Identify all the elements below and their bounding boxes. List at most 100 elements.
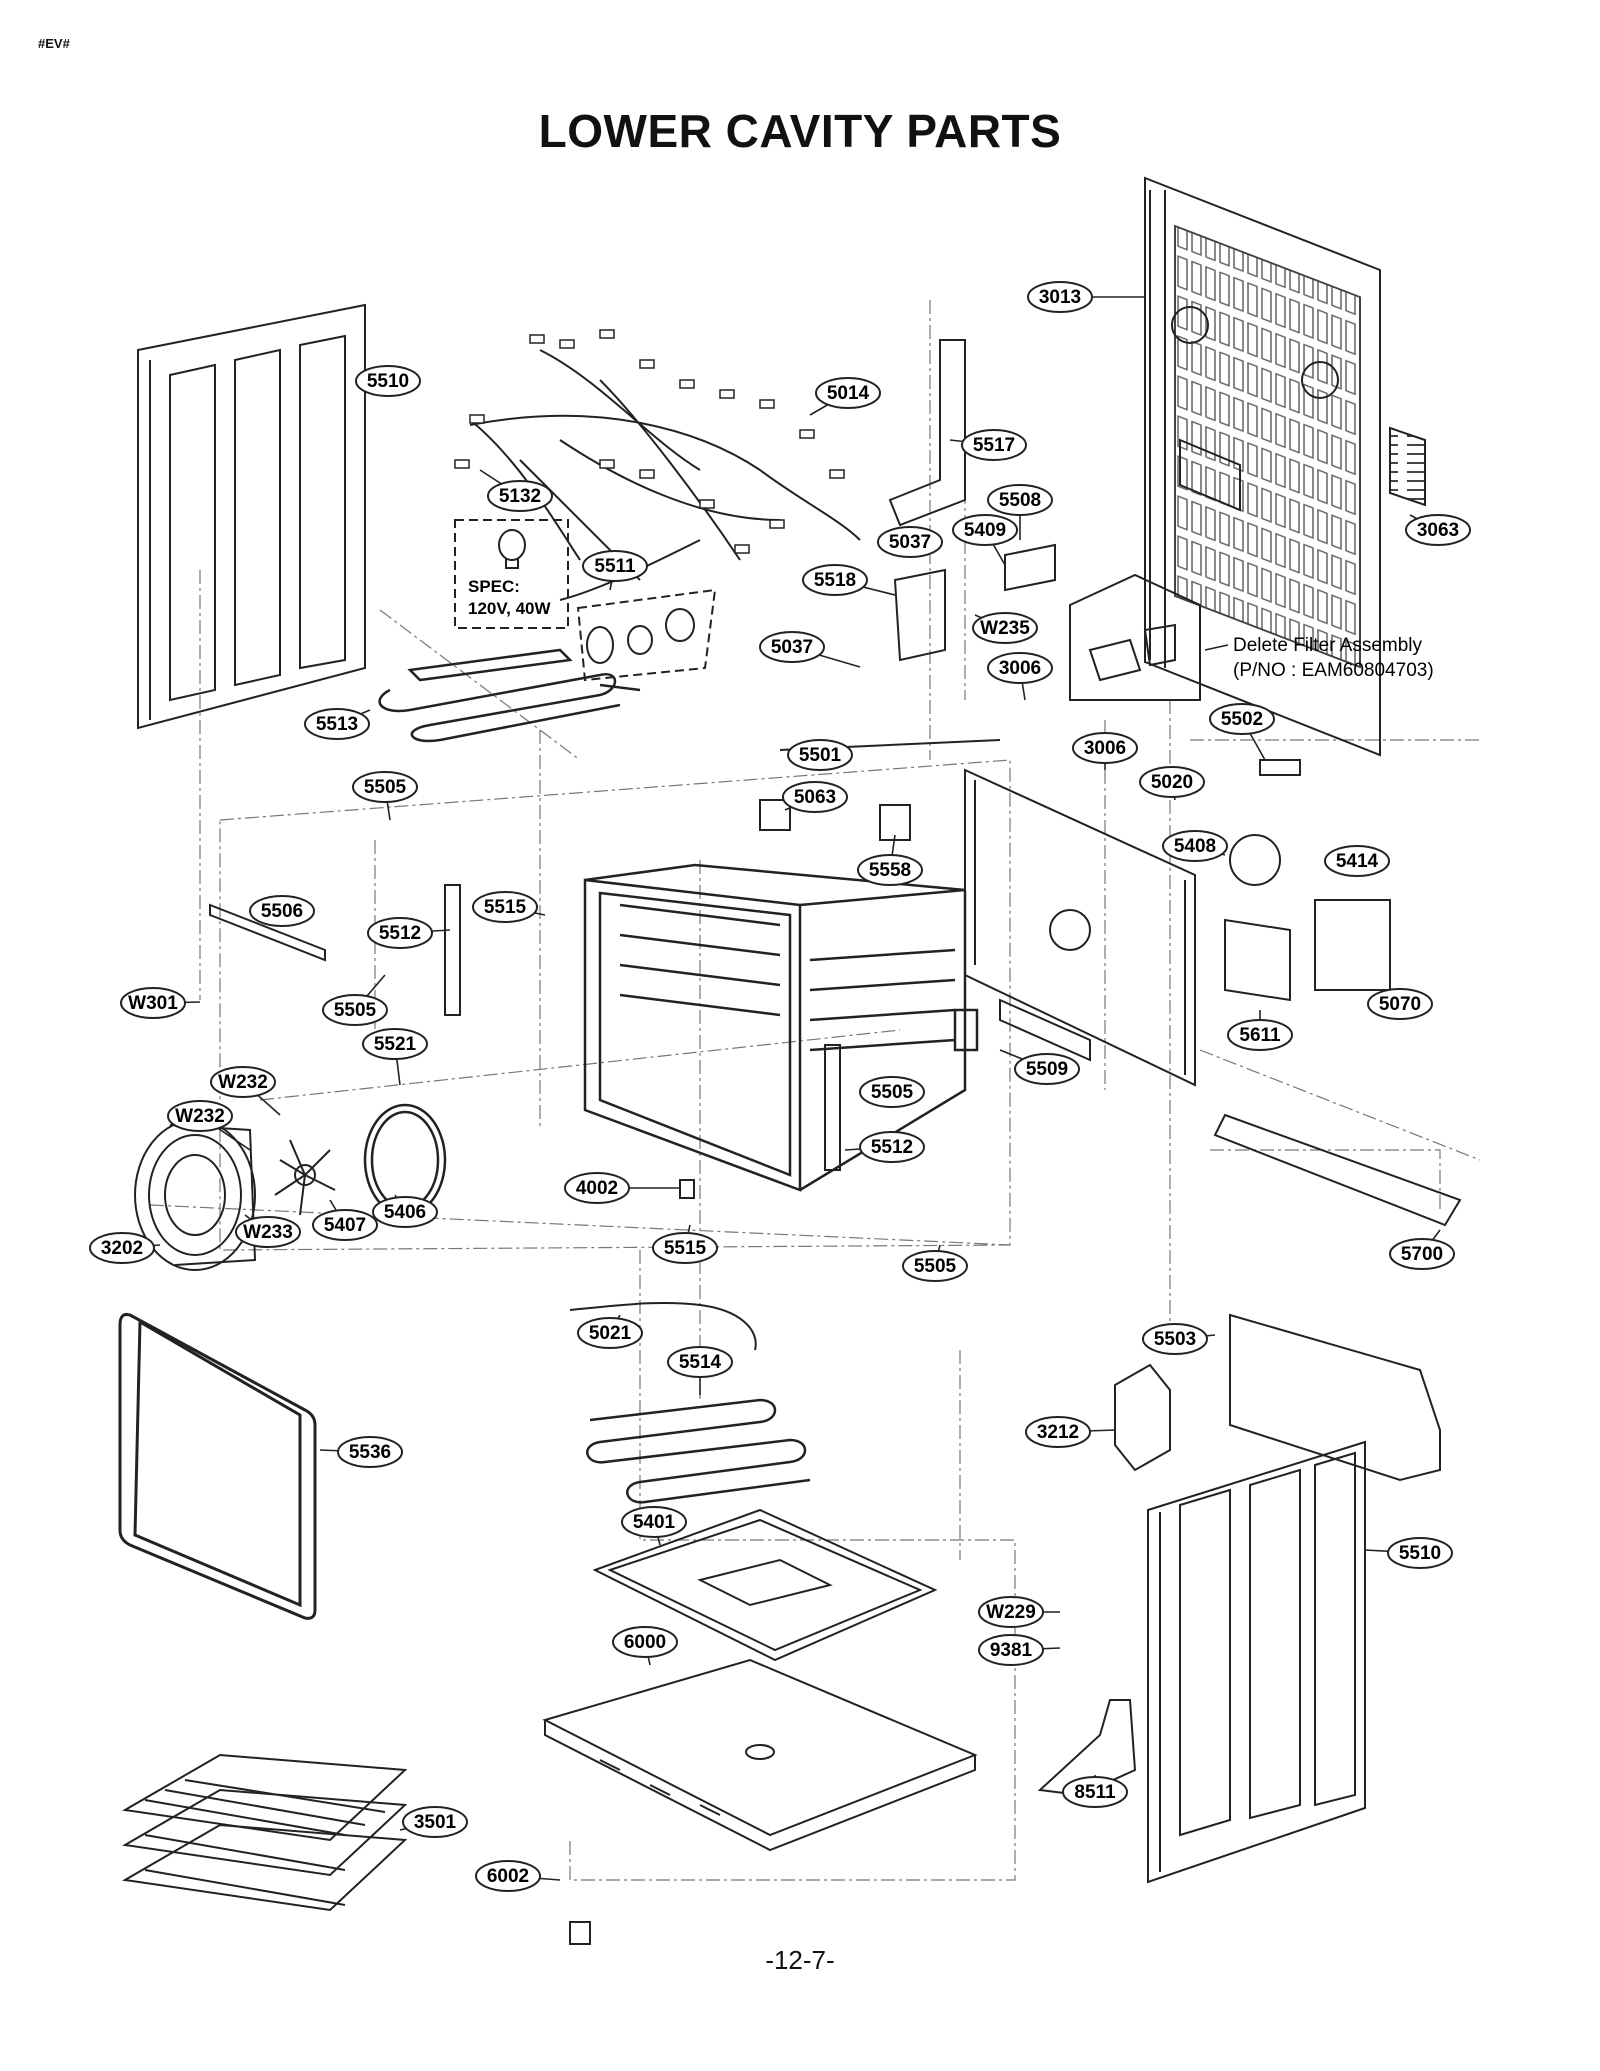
callout-5558: 5558 (857, 834, 923, 886)
callout-bubble (249, 895, 315, 927)
callout-label: 3006 (999, 658, 1041, 679)
note-line-2: (P/NO : EAM60804703) (1233, 660, 1434, 681)
callout-bubble (972, 612, 1038, 644)
rail-5512-left (444, 884, 461, 1016)
callout-5037: 5037 (759, 631, 861, 668)
callout-5021: 5021 (577, 1314, 643, 1349)
callout-label: 5063 (794, 787, 836, 808)
callout-bubble (1014, 1053, 1080, 1085)
callout-5700: 5700 (1389, 1229, 1455, 1270)
page-code: #EV# (38, 36, 70, 51)
callout-label: 5515 (664, 1238, 707, 1259)
callout-bubble (235, 1216, 301, 1248)
callout-w229: W229 (978, 1596, 1060, 1628)
callout-label: 6000 (624, 1632, 666, 1653)
callout-9381: 9381 (978, 1634, 1061, 1666)
callout-label: W232 (175, 1106, 225, 1127)
oven-cavity (583, 863, 979, 1192)
callout-bubble (978, 1596, 1044, 1628)
callout-bubble (1072, 732, 1138, 764)
callout-5536: 5536 (319, 1436, 403, 1468)
callout-bubble (352, 771, 418, 803)
callout-bubble (577, 1317, 643, 1349)
callout-bubble (952, 514, 1018, 546)
callout-label: 9381 (990, 1640, 1033, 1661)
callout-3013: 3013 (1027, 281, 1145, 313)
callout-label: 5511 (594, 556, 636, 577)
callout-bubble (978, 1634, 1044, 1666)
callout-5505: 5505 (859, 1076, 925, 1108)
callout-bubble (304, 708, 370, 740)
callout-label: 3501 (414, 1812, 457, 1833)
callout-bubble (472, 891, 538, 923)
callout-5510: 5510 (355, 365, 421, 397)
callout-5521: 5521 (362, 1028, 428, 1086)
callout-5409: 5409 (952, 514, 1018, 566)
callout-label: W301 (128, 993, 178, 1014)
callout-w301: W301 (120, 987, 201, 1019)
callout-label: 3202 (101, 1238, 143, 1259)
callout-label: 5407 (324, 1215, 366, 1236)
callout-bubble (859, 1131, 925, 1163)
callout-4002: 4002 (564, 1172, 680, 1204)
callout-5513: 5513 (304, 708, 371, 740)
callout-5502: 5502 (1209, 703, 1275, 761)
filter-assembly-box (1069, 573, 1201, 701)
spec-line-1: SPEC: (468, 577, 520, 596)
callout-5503: 5503 (1142, 1323, 1216, 1355)
callout-5408: 5408 (1162, 830, 1228, 862)
callout-bubble (337, 1436, 403, 1468)
box-5070 (1314, 899, 1391, 991)
fan-motor-5408 (1229, 834, 1281, 886)
callout-5515: 5515 (472, 891, 546, 923)
callout-5501: 5501 (787, 739, 853, 771)
callout-label: 3013 (1039, 287, 1081, 308)
callout-5511: 5511 (582, 550, 648, 591)
callout-5512: 5512 (367, 917, 451, 949)
callout-bubble (621, 1506, 687, 1538)
callout-w233: W233 (235, 1214, 301, 1248)
callout-bubble (652, 1232, 718, 1264)
rail-5512-right (824, 1044, 841, 1171)
callout-5406: 5406 (372, 1194, 438, 1228)
rear-cover-5503 (1229, 1313, 1441, 1482)
misc-parts (209, 339, 1462, 1945)
callout-5020: 5020 (1139, 766, 1205, 801)
callout-label: 5505 (364, 777, 407, 798)
callout-bubble (355, 365, 421, 397)
motor-5611 (1224, 918, 1291, 1002)
callout-bubble (210, 1066, 276, 1098)
callout-label: 5502 (1221, 709, 1263, 730)
callout-5063: 5063 (782, 781, 848, 813)
callout-label: 5517 (973, 435, 1015, 456)
callout-label: 3006 (1084, 738, 1126, 759)
bake-element-5514 (586, 1398, 811, 1504)
callout-label: 3212 (1037, 1422, 1079, 1443)
callout-label: 5512 (871, 1137, 913, 1158)
callout-3063: 3063 (1405, 514, 1471, 546)
callout-bubble (877, 526, 943, 558)
callout-6000: 6000 (612, 1626, 678, 1666)
callout-3501: 3501 (399, 1806, 468, 1838)
callout-label: 5414 (1336, 851, 1379, 872)
callout-5407: 5407 (312, 1199, 378, 1241)
callout-bubble (782, 781, 848, 813)
callout-label: 5014 (827, 383, 870, 404)
callout-bubble (902, 1250, 968, 1282)
broil-element-5513 (378, 648, 641, 743)
callout-bubble (667, 1346, 733, 1378)
callout-5506: 5506 (249, 895, 315, 927)
callout-bubble (815, 377, 881, 409)
callout-label: 5512 (379, 923, 421, 944)
wire-harness (469, 349, 861, 601)
lamp-assembly-5511 (576, 588, 717, 682)
part-4002 (679, 1179, 695, 1199)
switch-5508 (1004, 543, 1056, 592)
callout-bubble (1324, 845, 1390, 877)
rear-panel-3013 (1144, 176, 1381, 757)
callout-bubble (987, 484, 1053, 516)
callout-bubble (1162, 830, 1228, 862)
callout-w235: W235 (972, 612, 1038, 644)
callout-label: 5521 (374, 1034, 417, 1055)
callout-5401: 5401 (621, 1506, 687, 1546)
